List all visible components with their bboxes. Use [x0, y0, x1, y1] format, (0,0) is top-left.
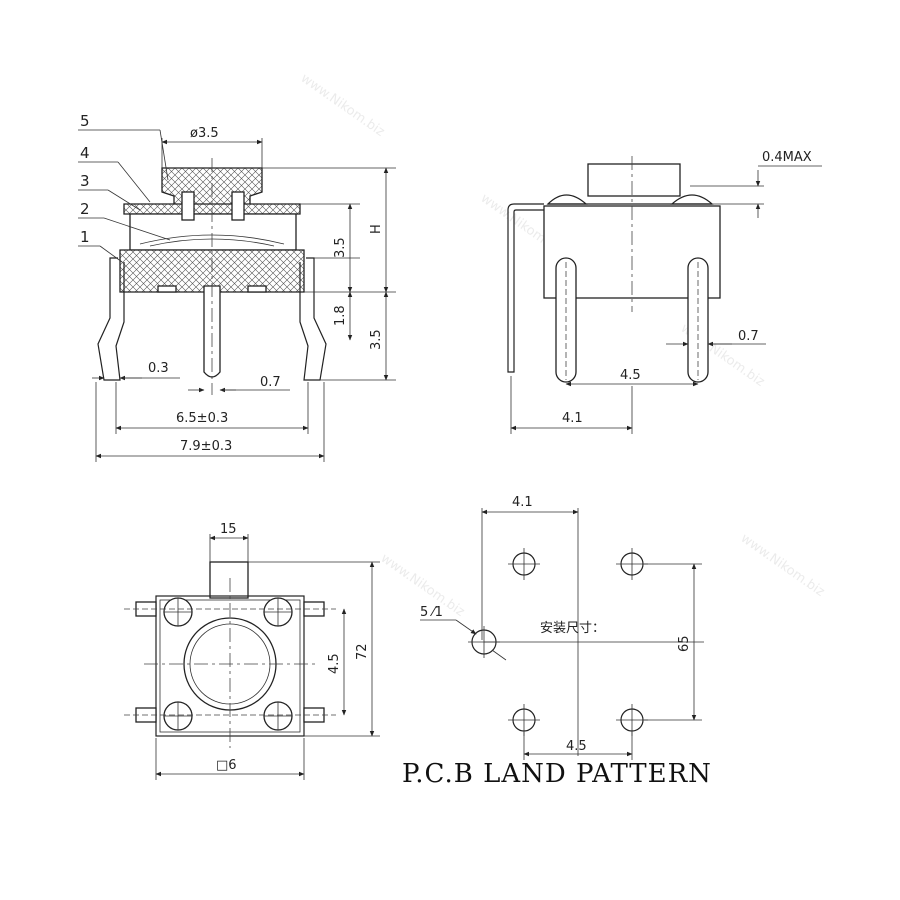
dim-72: 72 — [355, 643, 370, 660]
dim-3-5-body: 3.5 — [333, 237, 348, 258]
part-callouts: 5 4 3 2 1 — [78, 112, 171, 263]
stem-peg — [181, 191, 195, 221]
pcb-hole — [616, 548, 648, 580]
center-pin — [203, 285, 221, 378]
pcb-land-pattern-title: P.C.B LAND PATTERN — [402, 759, 712, 789]
watermark-text: www.Nikom.biz — [298, 71, 388, 140]
callout-4: 4 — [80, 144, 90, 162]
pcb-hole — [616, 704, 648, 736]
dim-1-8: 1.8 — [333, 305, 348, 326]
side-bent-terminal — [507, 203, 544, 373]
front-section-view: 5 4 3 2 1 ø3.5 H 3.5 1.8 3.5 0.3 0 — [78, 112, 396, 462]
dim-hole-dia: 5 ⁄1 — [420, 605, 443, 620]
side-actuator — [587, 163, 681, 197]
side-cap-left — [546, 194, 588, 205]
dim-4-1-side: 4.1 — [562, 411, 583, 426]
top-bent-tab — [209, 561, 249, 599]
dim-4-5-side: 4.5 — [620, 368, 641, 383]
callout-5: 5 — [80, 112, 90, 130]
watermark-text: www.Nikom.biz — [738, 531, 828, 600]
side-view: 0.4MAX 0.7 4.5 4.1 — [507, 150, 822, 434]
dim-square-6: □6 — [216, 758, 237, 773]
dim-4-5-pcb: 4.5 — [566, 739, 587, 754]
dim-3-5-leg: 3.5 — [369, 329, 384, 350]
base-slot — [157, 285, 177, 293]
dim-0-4max: 0.4MAX — [762, 150, 812, 165]
pcb-land-pattern: 4.1 5 ⁄1 安装尺寸： 65 4.5 P.C.B LAND PATTERN — [402, 495, 712, 789]
pcb-hole — [508, 548, 540, 580]
callout-3: 3 — [80, 172, 90, 190]
mount-dimension-note: 安装尺寸： — [540, 621, 605, 636]
dim-diameter: ø3.5 — [190, 126, 219, 141]
base-slot — [247, 285, 267, 293]
dim-0-3: 0.3 — [148, 361, 169, 376]
watermark-layer: www.Nikom.biz www.Nikom.biz www.Nikom.bi… — [148, 71, 828, 620]
callout-1: 1 — [80, 228, 90, 246]
top-view: 15 72 4.5 □6 — [124, 522, 380, 780]
dim-4-5-top: 4.5 — [327, 653, 342, 674]
dim-65-pcb: 65 — [677, 635, 692, 652]
callout-2: 2 — [80, 200, 90, 218]
stem-peg — [231, 191, 245, 221]
corner-holes — [163, 597, 293, 731]
pcb-hole — [508, 704, 540, 736]
dim-0-7-pin: 0.7 — [260, 375, 281, 390]
dim-6-5: 6.5±0.3 — [176, 411, 228, 426]
dim-h: H — [369, 224, 384, 234]
dim-0-7-side: 0.7 — [738, 329, 759, 344]
dim-7-9: 7.9±0.3 — [180, 439, 232, 454]
dim-15: 15 — [220, 522, 237, 537]
dim-4-1-pcb: 4.1 — [512, 495, 533, 510]
